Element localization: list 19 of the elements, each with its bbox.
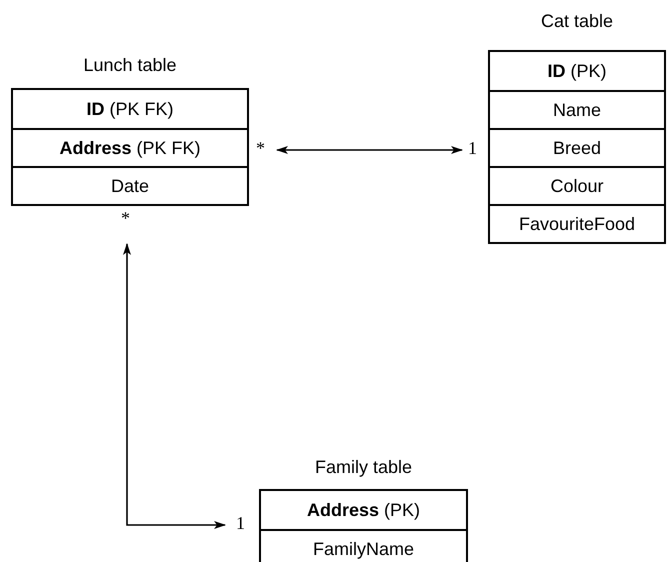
- multiplicity-label: *: [121, 207, 130, 230]
- table-row: Date: [13, 166, 247, 204]
- table-row: Address (PK FK): [13, 128, 247, 166]
- table-row: Breed: [490, 128, 664, 166]
- table-row: ID (PK): [490, 52, 664, 90]
- table-title: Family table: [314, 456, 414, 479]
- multiplicity-label: *: [256, 137, 265, 160]
- table-row: Colour: [490, 166, 664, 204]
- multiplicity-label: 1: [468, 137, 477, 160]
- table-row: ID (PK FK): [13, 90, 247, 128]
- table-title: Cat table: [540, 10, 614, 33]
- table-row: FavouriteFood: [490, 204, 664, 242]
- table-row: Address (PK): [261, 491, 466, 529]
- table-title: Lunch table: [82, 54, 178, 77]
- connector-arrow: [123, 243, 226, 529]
- multiplicity-label: 1: [236, 512, 245, 535]
- connector-arrow: [276, 146, 463, 154]
- table-row: FamilyName: [261, 529, 466, 562]
- table-row: Name: [490, 90, 664, 128]
